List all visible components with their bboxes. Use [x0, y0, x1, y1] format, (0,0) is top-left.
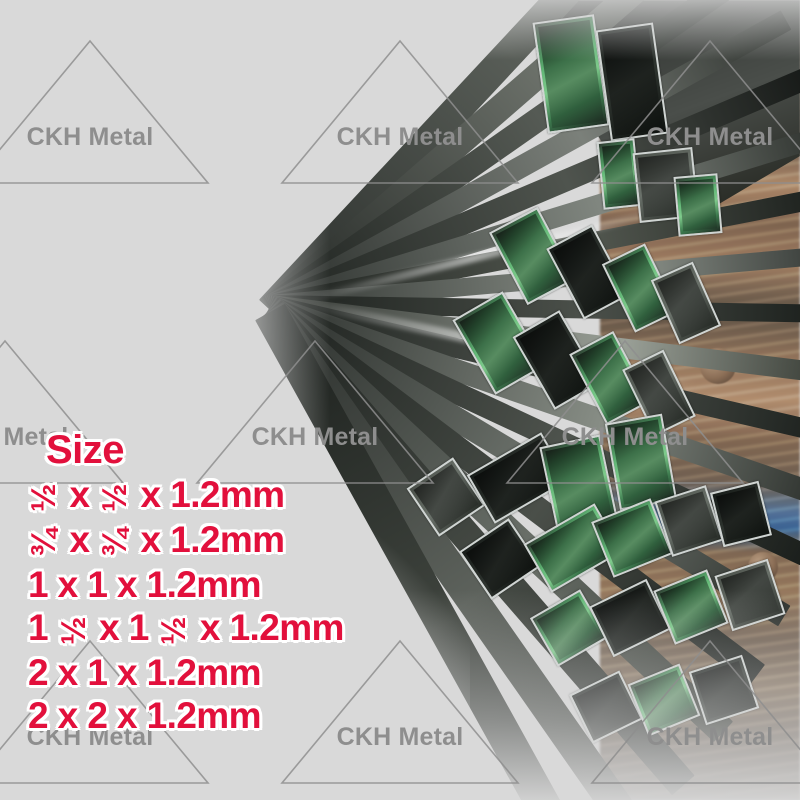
size-dimension-fraction: ¾: [95, 529, 134, 557]
size-separator: x: [89, 607, 129, 648]
size-line: ½ x ½ x 1.2mm: [24, 474, 448, 515]
size-dimension-fraction: ¾: [24, 529, 63, 557]
size-line: ¾ x ¾ x 1.2mm: [24, 519, 448, 560]
size-dimension-fraction: ½: [54, 617, 93, 645]
size-dimension: 2: [28, 695, 49, 736]
size-separator: x: [47, 695, 88, 736]
size-separator: x: [47, 564, 88, 605]
size-dimension-whole: 1: [28, 607, 58, 648]
size-separator: x: [107, 695, 147, 736]
size-heading: Size: [46, 428, 125, 472]
size-dimension: 1: [87, 652, 108, 693]
size-line: 1 x 1 x 1.2mm: [28, 566, 448, 603]
size-separator: x: [130, 474, 171, 515]
size-dimension-whole: 1: [128, 607, 159, 648]
size-separator: x: [59, 519, 100, 560]
size-wall-thickness: 1.2mm: [170, 474, 285, 515]
size-separator: x: [107, 652, 147, 693]
size-wall-thickness: 1.2mm: [146, 695, 262, 736]
size-dimension-fraction: ½: [24, 484, 63, 512]
size-wall-thickness: 1.2mm: [146, 564, 262, 605]
size-dimension: 2: [87, 695, 108, 736]
size-line: 2 x 2 x 1.2mm: [28, 697, 448, 734]
size-separator: x: [190, 607, 230, 648]
size-dimension: 1: [87, 564, 108, 605]
size-wall-thickness: 1.2mm: [146, 652, 262, 693]
size-wall-thickness: 1.2mm: [170, 519, 285, 560]
size-separator: x: [107, 564, 147, 605]
size-wall-thickness: 1.2mm: [229, 607, 345, 648]
size-line: 2 x 1 x 1.2mm: [28, 654, 448, 691]
tube-end-face: [673, 173, 723, 237]
size-dimension: 1: [28, 564, 49, 605]
size-dimension: 2: [28, 652, 49, 693]
size-separator: x: [130, 519, 171, 560]
size-dimension-fraction: ½: [155, 617, 194, 645]
size-separator: x: [47, 652, 88, 693]
size-separator: x: [59, 474, 100, 515]
size-dimension-fraction: ½: [95, 484, 134, 512]
size-line: 1 ½ x 1 ½ x 1.2mm: [28, 609, 448, 648]
